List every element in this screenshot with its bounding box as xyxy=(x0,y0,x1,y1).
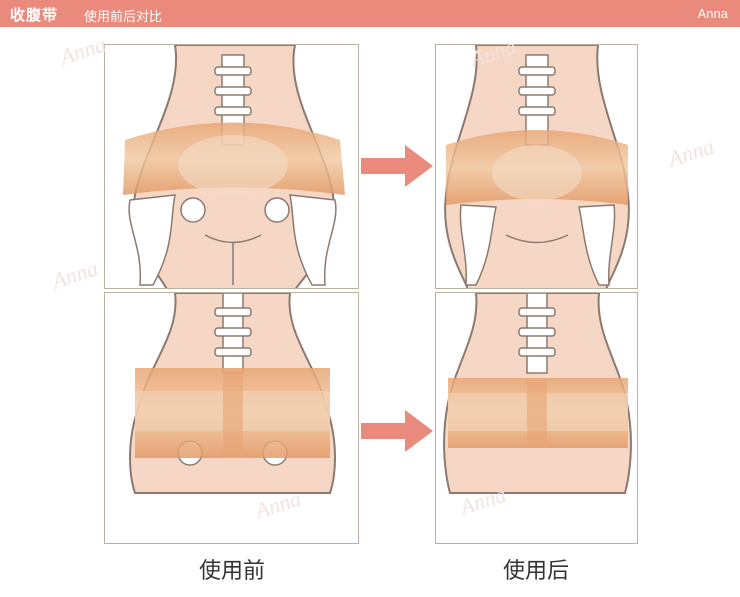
back-after-illustration xyxy=(443,293,632,494)
back-view-after-panel xyxy=(435,292,638,544)
page-subtitle: 使用前后对比 xyxy=(84,10,163,25)
brand-label: Anna xyxy=(697,6,728,21)
caption-after: 使用后 xyxy=(502,559,569,584)
watermark-logo: Anna xyxy=(49,255,102,294)
back-view-before-panel xyxy=(104,292,359,544)
back-before-illustration xyxy=(129,293,336,494)
watermark-logo: Anna xyxy=(57,31,110,70)
page-title: 收腹带 xyxy=(10,6,59,24)
watermark-logo: Anna xyxy=(665,133,718,172)
right-arrow-icon xyxy=(361,410,433,452)
front-before-illustration xyxy=(123,45,345,288)
front-view-before-panel xyxy=(104,44,359,289)
front-after-illustration xyxy=(444,45,630,288)
header-bar: 收腹带 使用前后对比 Anna xyxy=(0,0,740,27)
front-view-after-panel xyxy=(435,44,638,289)
right-arrow-icon xyxy=(361,145,433,187)
caption-before: 使用前 xyxy=(198,559,265,584)
